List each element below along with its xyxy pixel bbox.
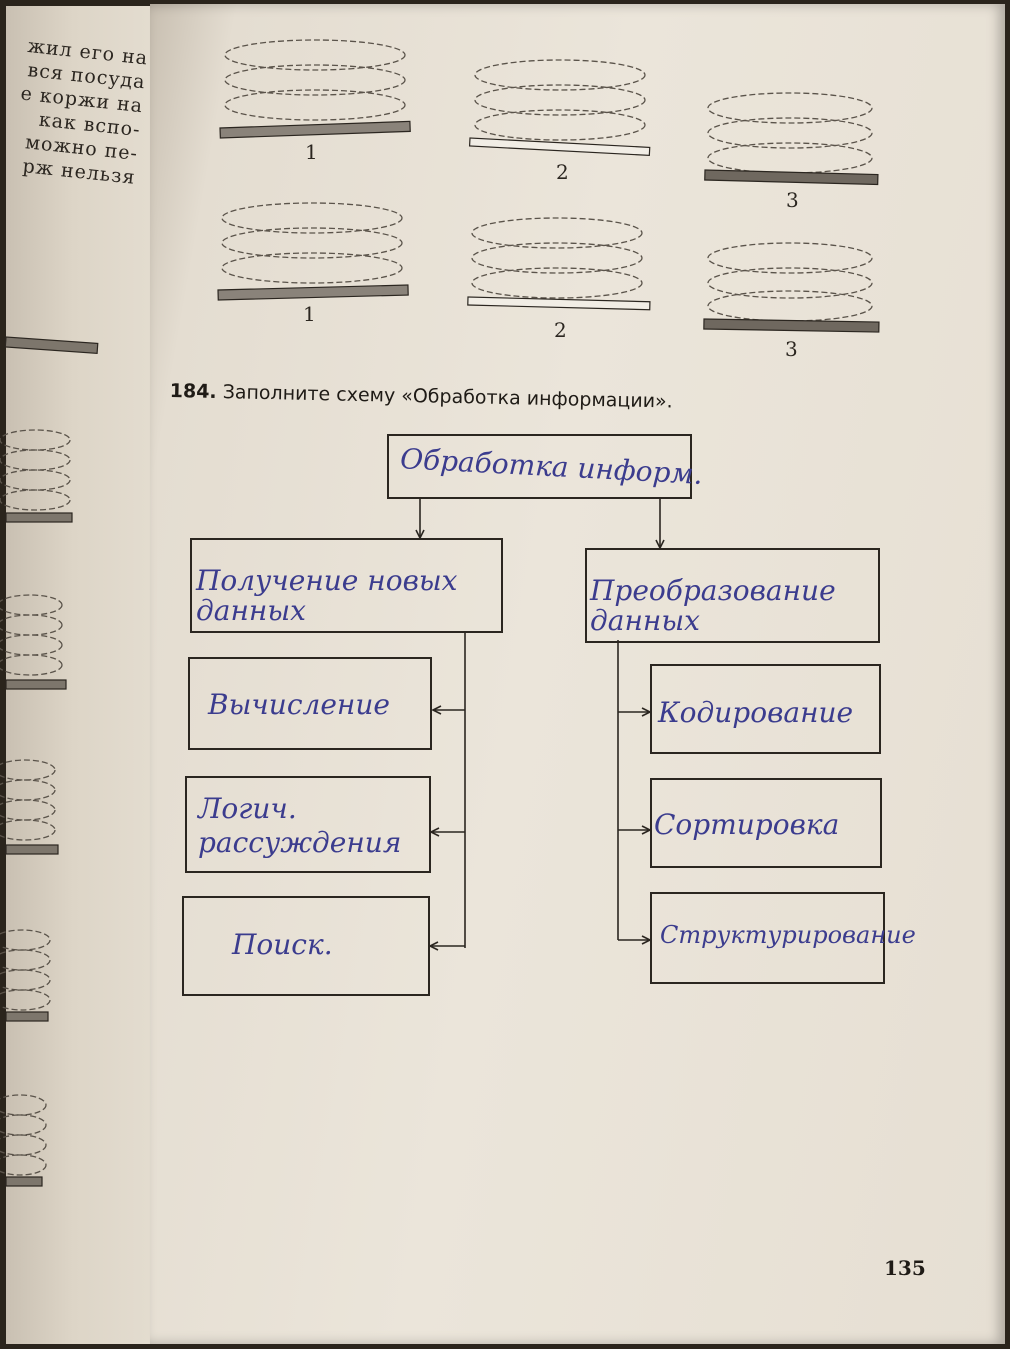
figure-label: 3 <box>785 337 798 361</box>
scheme-right-item-text: Сортировка <box>654 808 840 841</box>
scheme-left-item-box <box>182 896 430 996</box>
scheme-right-item-text: Кодирование <box>658 696 854 729</box>
scheme-left-title-text: Получение новых данных <box>196 564 458 627</box>
scheme-right-title-text: Преобразование данных <box>590 574 836 637</box>
scheme-right-item-box <box>650 664 881 754</box>
scheme-left-item-box <box>185 776 431 873</box>
scheme-root-box <box>387 434 692 499</box>
figure-label: 1 <box>303 302 316 326</box>
task-number: 184. <box>169 380 217 403</box>
scheme-left-item-box <box>188 657 432 750</box>
scheme-right-item-box <box>650 892 885 984</box>
page-number: 135 <box>884 1256 926 1280</box>
scheme-left-title-box <box>190 538 503 633</box>
figure-label: 3 <box>786 188 799 212</box>
figure-label: 1 <box>305 140 318 164</box>
scheme-right-title-box <box>585 548 880 643</box>
scheme-left-item-text: Поиск. <box>232 928 333 961</box>
scheme-right-item-box <box>650 778 882 868</box>
scheme-left-item-text: Логич. рассуждения <box>198 792 402 859</box>
right-page <box>150 4 1005 1344</box>
figure-label: 2 <box>556 160 569 184</box>
figure-label: 2 <box>554 318 567 342</box>
scheme-right-item-text: Структурирование <box>660 921 916 949</box>
scheme-left-item-text: Вычисление <box>208 688 390 721</box>
